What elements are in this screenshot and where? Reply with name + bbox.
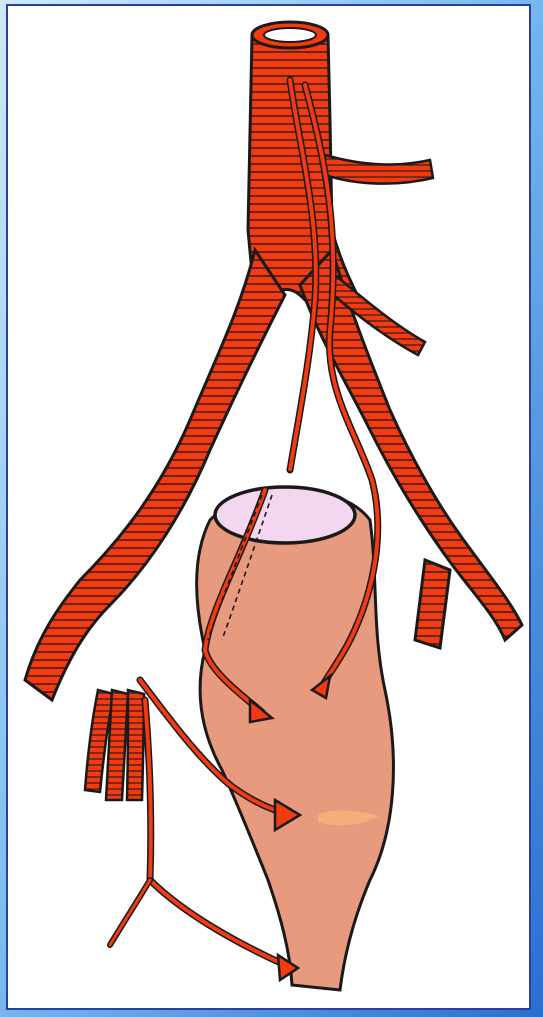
organ-body <box>197 490 394 990</box>
aorta-opening-inner <box>264 28 316 42</box>
right-branch-stub <box>415 560 450 648</box>
organ-lumen <box>215 487 355 543</box>
left-lower-branch-3 <box>127 690 144 800</box>
trunk-side-branch-upper <box>325 155 433 184</box>
